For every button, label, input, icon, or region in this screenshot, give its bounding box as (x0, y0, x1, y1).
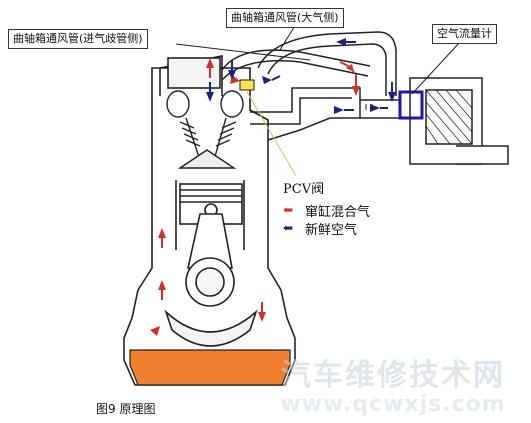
blowby-arrow (206, 58, 214, 68)
condensate-marks (365, 104, 373, 110)
leader-atmosphere-side (279, 23, 297, 51)
air-cleaner (409, 77, 509, 165)
leader-intake-side (175, 43, 311, 61)
blowby-arrow (258, 312, 266, 322)
piston-rings (180, 189, 242, 203)
cam-cover (167, 57, 221, 89)
fresh-air-arrow (262, 76, 272, 84)
valves (166, 90, 244, 169)
fresh-air-arrow (388, 92, 396, 102)
legend-label-blowby: 窜缸混合气 (305, 204, 371, 220)
fresh-air-arrow (336, 38, 346, 46)
blowby-arrow-stems (161, 61, 357, 314)
block-outer-outline (123, 67, 296, 386)
intake-duct (250, 87, 400, 141)
blue-arrow-icon: ⬅ (283, 221, 294, 235)
blowby-arrow (352, 86, 360, 96)
blowby-arrow (158, 228, 166, 238)
pcv-valve-leader (246, 91, 297, 177)
fresh-air-arrow (206, 92, 214, 102)
breather-hose-intake-side (221, 49, 371, 81)
fresh-air-arrows (206, 38, 396, 114)
label-breather-atmosphere-side: 曲轴箱通风管(大气侧) (226, 8, 344, 28)
blowby-arrow (150, 326, 160, 336)
label-air-flow-meter: 空气流量计 (432, 24, 497, 44)
filter-hatch (425, 89, 473, 145)
connecting-rod (187, 213, 233, 269)
fresh-air-arrow-stems (209, 41, 393, 111)
valve-stem-left (185, 117, 201, 161)
fresh-air-arrow (334, 106, 344, 114)
red-arrow-icon: ⬅ (283, 203, 294, 217)
combustion-chamber (177, 149, 237, 169)
piston-assembly (164, 183, 258, 347)
legend-item-blowby: ⬅ 窜缸混合气 (283, 201, 371, 220)
legend: PCV阀 ⬅ 窜缸混合气 ⬅ 新鲜空气 (283, 178, 371, 238)
valve-spring-left (179, 121, 201, 147)
breather-hose-atmosphere-side (257, 31, 397, 96)
legend-item-fresh-air: ⬅ 新鲜空气 (283, 219, 370, 238)
oil-pan-oil (129, 349, 291, 386)
cam-right (220, 90, 244, 118)
crank-counterweight (164, 309, 258, 347)
cam-left (166, 90, 190, 118)
leader-air-flow-meter (411, 41, 461, 95)
valve-spring-right (215, 121, 237, 147)
air-inlet-pipe (456, 145, 509, 165)
blowby-arrow (158, 280, 166, 290)
crank-pin (195, 267, 225, 297)
label-pcv-valve: PCV阀 (283, 182, 325, 197)
air-flow-meter-box (398, 90, 424, 120)
label-breather-intake-side: 曲轴箱通风管(进气歧管侧) (8, 29, 148, 49)
figure-caption: 图9 原理图 (96, 402, 156, 416)
legend-label-fresh-air: 新鲜空气 (305, 222, 358, 238)
fresh-air-arrow (228, 70, 236, 80)
pcv-valve-body (239, 79, 255, 91)
